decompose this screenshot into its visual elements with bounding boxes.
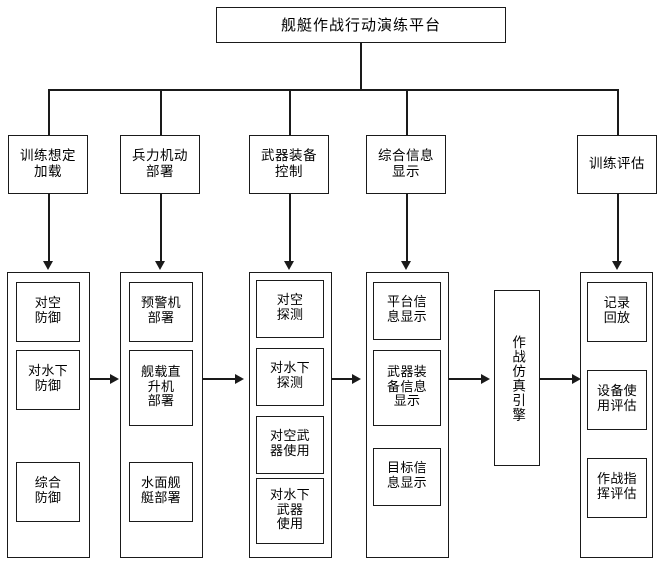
flow-arrowhead-defense-to-deployment xyxy=(110,373,119,384)
module-box-weapon-equipment-control[interactable]: 武器装备 控制 xyxy=(249,135,329,194)
bus-drop-leg-2 xyxy=(160,89,162,135)
module-box-training-scenario-load[interactable]: 训练想定 加载 xyxy=(8,135,88,194)
module-to-column-arrowhead-3 xyxy=(284,261,295,270)
leaf-box-target-info-display[interactable]: 目标信 息显示 xyxy=(373,448,441,506)
module-to-column-arrowhead-2 xyxy=(155,261,166,270)
leaf-box-equipment-use-evaluation[interactable]: 设备使 用评估 xyxy=(587,370,647,430)
flow-arrowhead-info-display-to-engine xyxy=(481,373,490,384)
flow-arrowhead-deployment-to-detection xyxy=(235,373,244,384)
module-box-force-maneuver-deploy[interactable]: 兵力机动 部署 xyxy=(120,135,200,194)
module-to-column-line-5 xyxy=(617,194,619,262)
title-stem-line xyxy=(360,43,362,89)
flow-arrowhead-engine-to-evaluation xyxy=(572,373,581,384)
leaf-box-air-defense[interactable]: 对空 防御 xyxy=(16,282,80,342)
module-to-column-line-2 xyxy=(160,194,162,262)
leaf-box-weapon-equipment-info-display[interactable]: 武器装 备信息 显示 xyxy=(373,350,441,426)
leaf-box-air-weapon-use[interactable]: 对空武 器使用 xyxy=(256,416,324,474)
flow-line-info-display-to-engine xyxy=(449,378,483,380)
leaf-box-command-evaluation[interactable]: 作战指 挥评估 xyxy=(587,458,647,518)
module-box-training-evaluation[interactable]: 训练评估 xyxy=(577,135,657,194)
flow-arrowhead-detection-to-info-display xyxy=(352,373,361,384)
bus-drop-leg-1 xyxy=(48,89,50,135)
leaf-box-surface-ship-deployment[interactable]: 水面舰 艇部署 xyxy=(129,462,193,522)
module-to-column-line-4 xyxy=(406,194,408,262)
leaf-box-underwater-detection[interactable]: 对水下 探测 xyxy=(256,348,324,406)
leaf-box-shipborne-helicopter-deployment[interactable]: 舰载直 升机 部署 xyxy=(129,350,193,426)
leaf-box-record-playback[interactable]: 记录 回放 xyxy=(587,282,647,342)
module-to-column-arrowhead-4 xyxy=(401,261,412,270)
platform-title-box: 舰艇作战行动演练平台 xyxy=(216,7,506,43)
distribution-bus-line xyxy=(48,89,618,91)
module-to-column-arrowhead-5 xyxy=(612,261,623,270)
flow-line-deployment-to-detection xyxy=(203,378,237,380)
module-to-column-line-3 xyxy=(289,194,291,262)
leaf-box-underwater-defense[interactable]: 对水下 防御 xyxy=(16,350,80,410)
leaf-box-platform-info-display[interactable]: 平台信 息显示 xyxy=(373,282,441,340)
module-to-column-arrowhead-1 xyxy=(43,261,54,270)
module-to-column-line-1 xyxy=(48,194,50,262)
bus-drop-leg-5 xyxy=(617,89,619,135)
flow-line-engine-to-evaluation xyxy=(540,378,574,380)
leaf-box-air-detection[interactable]: 对空 探测 xyxy=(256,280,324,338)
leaf-box-underwater-weapon-use[interactable]: 对水下 武器 使用 xyxy=(256,478,324,544)
leaf-box-aew-aircraft-deployment[interactable]: 预警机 部署 xyxy=(129,282,193,342)
bus-drop-leg-3 xyxy=(289,89,291,135)
flow-line-defense-to-deployment xyxy=(90,378,112,380)
leaf-box-integrated-defense[interactable]: 综合 防御 xyxy=(16,462,80,522)
flow-line-detection-to-info-display xyxy=(332,378,354,380)
bus-drop-leg-4 xyxy=(406,89,408,135)
module-box-integrated-info-display[interactable]: 综合信息 显示 xyxy=(366,135,446,194)
combat-simulation-engine-box[interactable]: 作战仿真引擎 xyxy=(494,290,540,466)
